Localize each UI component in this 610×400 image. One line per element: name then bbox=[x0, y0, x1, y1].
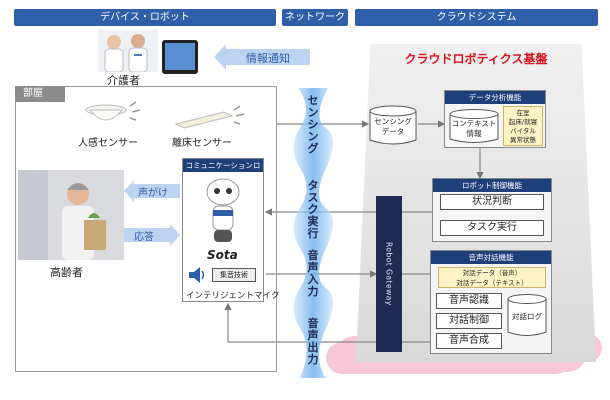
data-analysis-panel-title: データ分析機能 bbox=[445, 91, 545, 104]
task-execution-box: タスク実行 bbox=[440, 220, 544, 236]
sensing-data-label: センシング データ bbox=[370, 117, 416, 137]
voice-dialog-panel-title: 音声対話機能 bbox=[431, 251, 551, 264]
speech-synthesis-box: 音声合成 bbox=[436, 333, 502, 349]
network-sensing-label: センシング bbox=[303, 95, 323, 155]
situation-judgement-box: 状況判断 bbox=[440, 194, 544, 210]
network-task-label: タスク実行 bbox=[303, 180, 323, 240]
dialog-control-box: 対話制御 bbox=[436, 313, 502, 329]
robot-control-panel-title: ロボット制御機能 bbox=[433, 179, 551, 192]
speech-recognition-box: 音声認識 bbox=[436, 293, 502, 309]
network-voice-out-label: 音声出力 bbox=[303, 318, 323, 366]
network-voice-in-label: 音声入力 bbox=[303, 250, 323, 298]
robot-gateway-label-wrap: Robot Gateway bbox=[376, 196, 402, 352]
dialog-data-box: 対話データ（音声） 対話データ（テキスト） bbox=[438, 267, 546, 288]
context-info-label: コンテキスト 情報 bbox=[450, 119, 498, 139]
robot-gateway-label: Robot Gateway bbox=[385, 242, 394, 306]
state-list-box: 在室 起床/就寝 バイタル 異常状態 bbox=[503, 106, 543, 146]
dialog-log-label: 対話ログ bbox=[508, 311, 546, 322]
